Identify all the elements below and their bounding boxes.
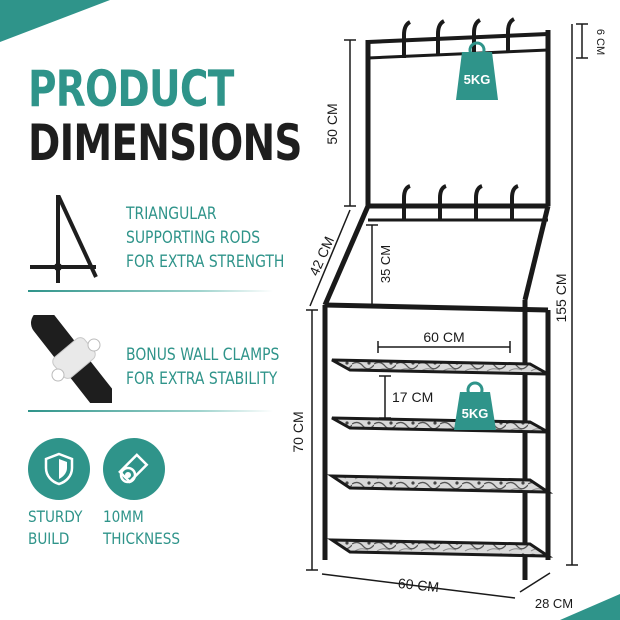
divider-1 bbox=[28, 290, 273, 292]
dim-depth: 28 CM bbox=[535, 596, 573, 611]
feature-triangular-text: TRIANGULAR SUPPORTING RODS FOR EXTRA STR… bbox=[126, 204, 285, 272]
shelves bbox=[326, 358, 554, 558]
dim-top-gap: 6 CM bbox=[594, 29, 606, 55]
wall-clamp-icon bbox=[30, 310, 115, 410]
dim-lower-height: 70 CM bbox=[290, 411, 306, 452]
title-dimensions: DIMENSIONS bbox=[28, 114, 302, 172]
shield-icon bbox=[28, 438, 90, 500]
corner-accent-top bbox=[0, 0, 110, 42]
dim-shelf-spacing: 17 CM bbox=[392, 389, 433, 405]
title-product: PRODUCT bbox=[28, 60, 234, 118]
triangle-rod-icon bbox=[30, 194, 110, 285]
tube-thickness-icon bbox=[103, 438, 165, 500]
dim-base-width: 60 CM bbox=[397, 575, 440, 595]
weight-tag-top bbox=[456, 41, 498, 100]
rack-frame bbox=[322, 17, 551, 580]
divider-2 bbox=[28, 410, 273, 412]
corner-accent-bottom bbox=[560, 594, 620, 620]
feature-thickness-text: 10MM THICKNESS bbox=[103, 507, 180, 548]
dimension-lines bbox=[306, 23, 588, 599]
dim-upper-height: 50 CM bbox=[324, 103, 340, 144]
weight-tag-shelf bbox=[454, 381, 496, 430]
weight-shelf-label: 5KG bbox=[462, 406, 489, 421]
dim-slant: 42 CM bbox=[306, 234, 337, 278]
dim-hook-to-shelf: 35 CM bbox=[378, 245, 393, 283]
dim-shelf-width: 60 CM bbox=[423, 329, 464, 345]
dim-total-height: 155 CM bbox=[553, 273, 569, 322]
feature-sturdy-text: STURDY BUILD bbox=[28, 507, 83, 548]
feature-clamps-text: BONUS WALL CLAMPS FOR EXTRA STABILITY bbox=[126, 345, 280, 389]
weight-top-label: 5KG bbox=[464, 72, 491, 87]
